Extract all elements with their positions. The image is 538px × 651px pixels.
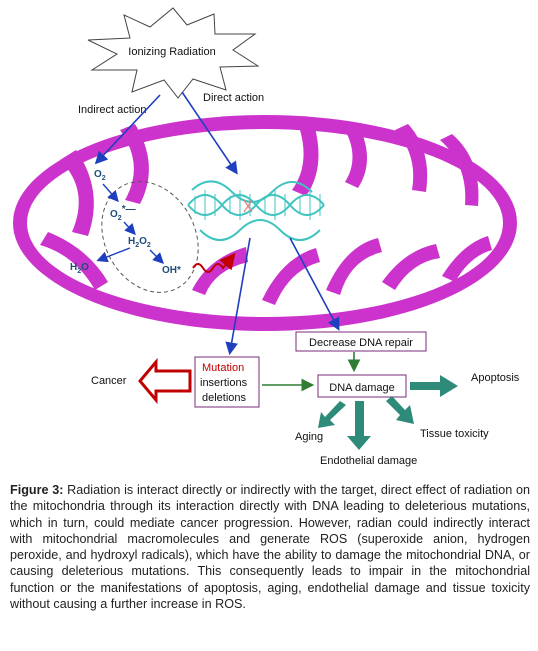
tissue-arrow bbox=[386, 396, 414, 424]
mitochondrion bbox=[13, 115, 517, 331]
mitochondrion-inner bbox=[27, 129, 503, 317]
mitochondria-radiation-diagram: Ionizing Radiation bbox=[13, 7, 520, 467]
endothelial-arrow bbox=[347, 401, 371, 450]
indirect-action-arrow bbox=[94, 94, 161, 165]
cristae bbox=[40, 124, 492, 305]
dna-to-repair-arrow bbox=[289, 237, 340, 331]
ionizing-radiation-burst: Ionizing Radiation bbox=[87, 7, 260, 99]
dna-helix bbox=[187, 180, 325, 241]
mutation-label: Mutation bbox=[202, 362, 244, 374]
superoxide-label: O2*— bbox=[110, 204, 136, 222]
hydrogen-peroxide-label: H2O2 bbox=[128, 236, 151, 249]
figure-label: Figure 3: bbox=[10, 483, 64, 497]
outcome-arrows bbox=[318, 375, 458, 450]
aging-arrow bbox=[318, 401, 346, 428]
ionizing-radiation-label: Ionizing Radiation bbox=[128, 46, 215, 58]
endothelial-damage-label: Endothelial damage bbox=[320, 455, 417, 467]
deletions-label: deletions bbox=[202, 392, 247, 404]
direct-action-arrow bbox=[181, 91, 238, 175]
direct-action-label: Direct action bbox=[203, 92, 264, 104]
damage-label: DNA damage bbox=[329, 382, 394, 394]
insertions-label: insertions bbox=[200, 377, 248, 389]
apoptosis-arrow bbox=[410, 375, 458, 397]
apoptosis-label: Apoptosis bbox=[471, 372, 520, 384]
figure-caption: Figure 3: Radiation is interact directly… bbox=[10, 482, 530, 612]
water-label: H2O bbox=[70, 262, 89, 275]
tissue-toxicity-label: Tissue toxicity bbox=[420, 428, 489, 440]
oxygen-label: O2 bbox=[94, 169, 106, 182]
ros-arrows bbox=[96, 183, 164, 264]
ros-region bbox=[101, 181, 199, 293]
damage-box: DNA damage bbox=[317, 374, 407, 398]
mutation-box: Mutation insertions deletions bbox=[194, 356, 260, 408]
starburst-shape bbox=[87, 7, 260, 99]
aging-label: Aging bbox=[295, 431, 323, 443]
dna-to-mutation-arrow bbox=[225, 237, 251, 356]
caption-text: Radiation is interact directly or indire… bbox=[10, 483, 530, 612]
cancer-arrow bbox=[138, 357, 192, 405]
repair-label: Decrease DNA repair bbox=[309, 337, 413, 349]
hydroxyl-attack-arrow bbox=[192, 252, 236, 273]
hydroxyl-radical-label: OH* bbox=[162, 265, 181, 276]
indirect-action-label: Indirect action bbox=[78, 104, 146, 116]
cancer-label: Cancer bbox=[91, 375, 127, 387]
repair-box: Decrease DNA repair bbox=[295, 331, 427, 352]
